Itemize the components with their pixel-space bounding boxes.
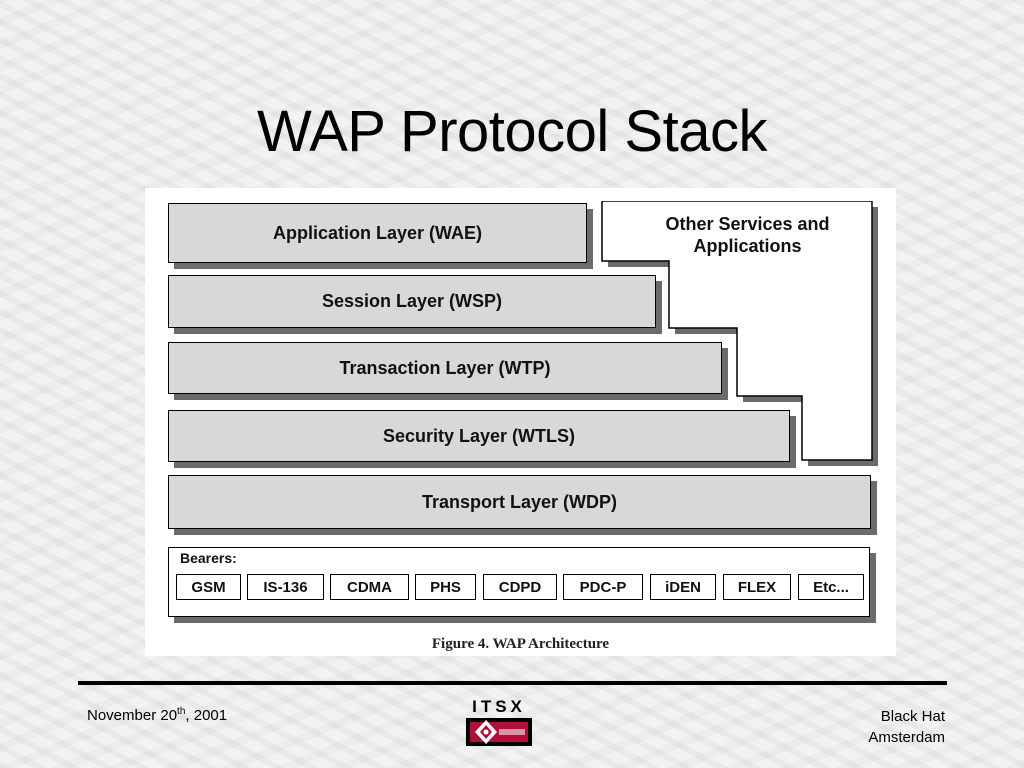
footer-date: November 20th, 2001 <box>87 706 227 724</box>
bearer-flex: FLEX <box>723 574 791 600</box>
security-layer: Security Layer (WTLS) <box>168 410 790 462</box>
other-services-label: Other Services and Applications <box>620 213 875 257</box>
footer-venue-line-1: Black Hat <box>880 708 945 725</box>
footer-venue: Black Hat Amsterdam <box>868 706 945 748</box>
transaction-layer: Transaction Layer (WTP) <box>168 342 722 394</box>
footer-venue-line-2: Amsterdam <box>868 729 945 746</box>
other-services-outline <box>601 201 873 461</box>
wap-architecture-figure: Application Layer (WAE) Other Services a… <box>145 188 896 656</box>
other-services-line-2: Applications <box>693 236 802 256</box>
footer-divider <box>78 681 947 685</box>
bearer-pdc-p: PDC-P <box>563 574 643 600</box>
bearer-iden: iDEN <box>650 574 716 600</box>
bearer-phs: PHS <box>415 574 476 600</box>
other-services-box <box>601 201 878 466</box>
bearer-gsm: GSM <box>176 574 241 600</box>
application-layer: Application Layer (WAE) <box>168 203 587 263</box>
transport-layer: Transport Layer (WDP) <box>168 475 871 529</box>
bearer-cdpd: CDPD <box>483 574 557 600</box>
bearer-etc: Etc... <box>798 574 864 600</box>
footer-date-sup: th <box>177 706 186 717</box>
footer-date-prefix: November 20 <box>87 707 178 724</box>
slide-title: WAP Protocol Stack <box>257 99 767 164</box>
itsx-logo: ITSX <box>466 697 532 747</box>
footer-date-suffix: , 2001 <box>185 707 228 724</box>
bearers-label: Bearers: <box>180 550 237 566</box>
session-layer: Session Layer (WSP) <box>168 275 656 328</box>
itsx-logo-emblem <box>466 718 532 746</box>
figure-caption: Figure 4. WAP Architecture <box>431 636 610 652</box>
bearer-is-136: IS-136 <box>247 574 324 600</box>
itsx-logo-text: ITSX <box>472 697 526 716</box>
bearers-box: Bearers: GSM IS-136 CDMA PHS CDPD PDC-P … <box>168 547 870 617</box>
other-services-line-1: Other Services and <box>665 214 830 234</box>
bearer-cdma: CDMA <box>330 574 409 600</box>
